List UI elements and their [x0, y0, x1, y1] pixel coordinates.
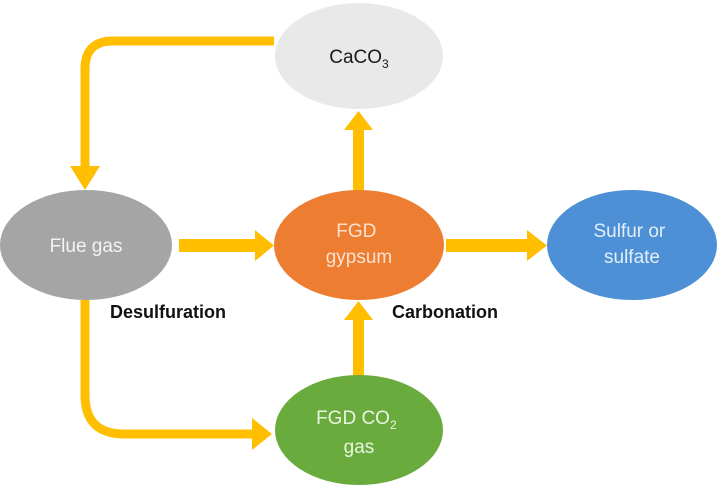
arrow-caco3-to-flue-gas — [80, 36, 274, 168]
arrow-head-fgd-gypsum-to-sulfur — [527, 230, 547, 261]
arrow-head-flue-gas-to-fgd-co2-gas — [252, 418, 272, 450]
arrow-fgd-gypsum-to-caco3-upper — [353, 129, 364, 162]
arrow-head-flue-gas-to-fgd-gypsum — [255, 230, 274, 261]
node-fgd-co2-gas-shape — [275, 375, 443, 485]
node-sulfur-or-sulfate-shape — [547, 190, 717, 300]
carbonation-label: Carbonation — [392, 302, 498, 322]
node-fgd-co2-gas: FGD CO2 gas — [275, 375, 443, 485]
node-flue-gas-label: Flue gas — [50, 236, 123, 257]
node-fgd-gypsum-label: FGD gypsum — [326, 221, 393, 268]
node-flue-gas: Flue gas — [0, 190, 172, 300]
node-sulfur-or-sulfate-label: Sulfur or sulfate — [593, 221, 670, 268]
node-flue-gas-shape — [0, 190, 172, 300]
arrow-fgd-gypsum-to-caco3 — [353, 160, 364, 191]
node-caco3-shape — [275, 3, 443, 109]
arrow-flue-gas-to-fgd-co2-gas — [80, 300, 256, 439]
desulfuration-label: Desulfuration — [110, 302, 226, 322]
node-fgd-gypsum: FGD gypsum — [274, 190, 444, 300]
arrow-fgd-gypsum-to-sulfur — [446, 239, 528, 252]
arrow-head-fgd-co2-gas-to-fgd-gypsum — [344, 301, 373, 320]
arrow-head-fgd-gypsum-to-caco3 — [344, 111, 373, 130]
node-fgd-co2-gas-label: FGD CO2 gas — [316, 408, 402, 458]
node-sulfur-or-sulfate: Sulfur or sulfate — [547, 190, 717, 300]
arrow-flue-gas-to-fgd-gypsum — [179, 239, 256, 252]
arrow-fgd-co2-gas-to-fgd-gypsum — [353, 318, 364, 376]
node-caco3-label: CaCO3 — [329, 47, 389, 71]
node-fgd-gypsum-shape — [274, 190, 444, 300]
node-caco3: CaCO3 — [275, 3, 443, 109]
arrow-head-caco3-to-flue-gas — [70, 166, 100, 190]
